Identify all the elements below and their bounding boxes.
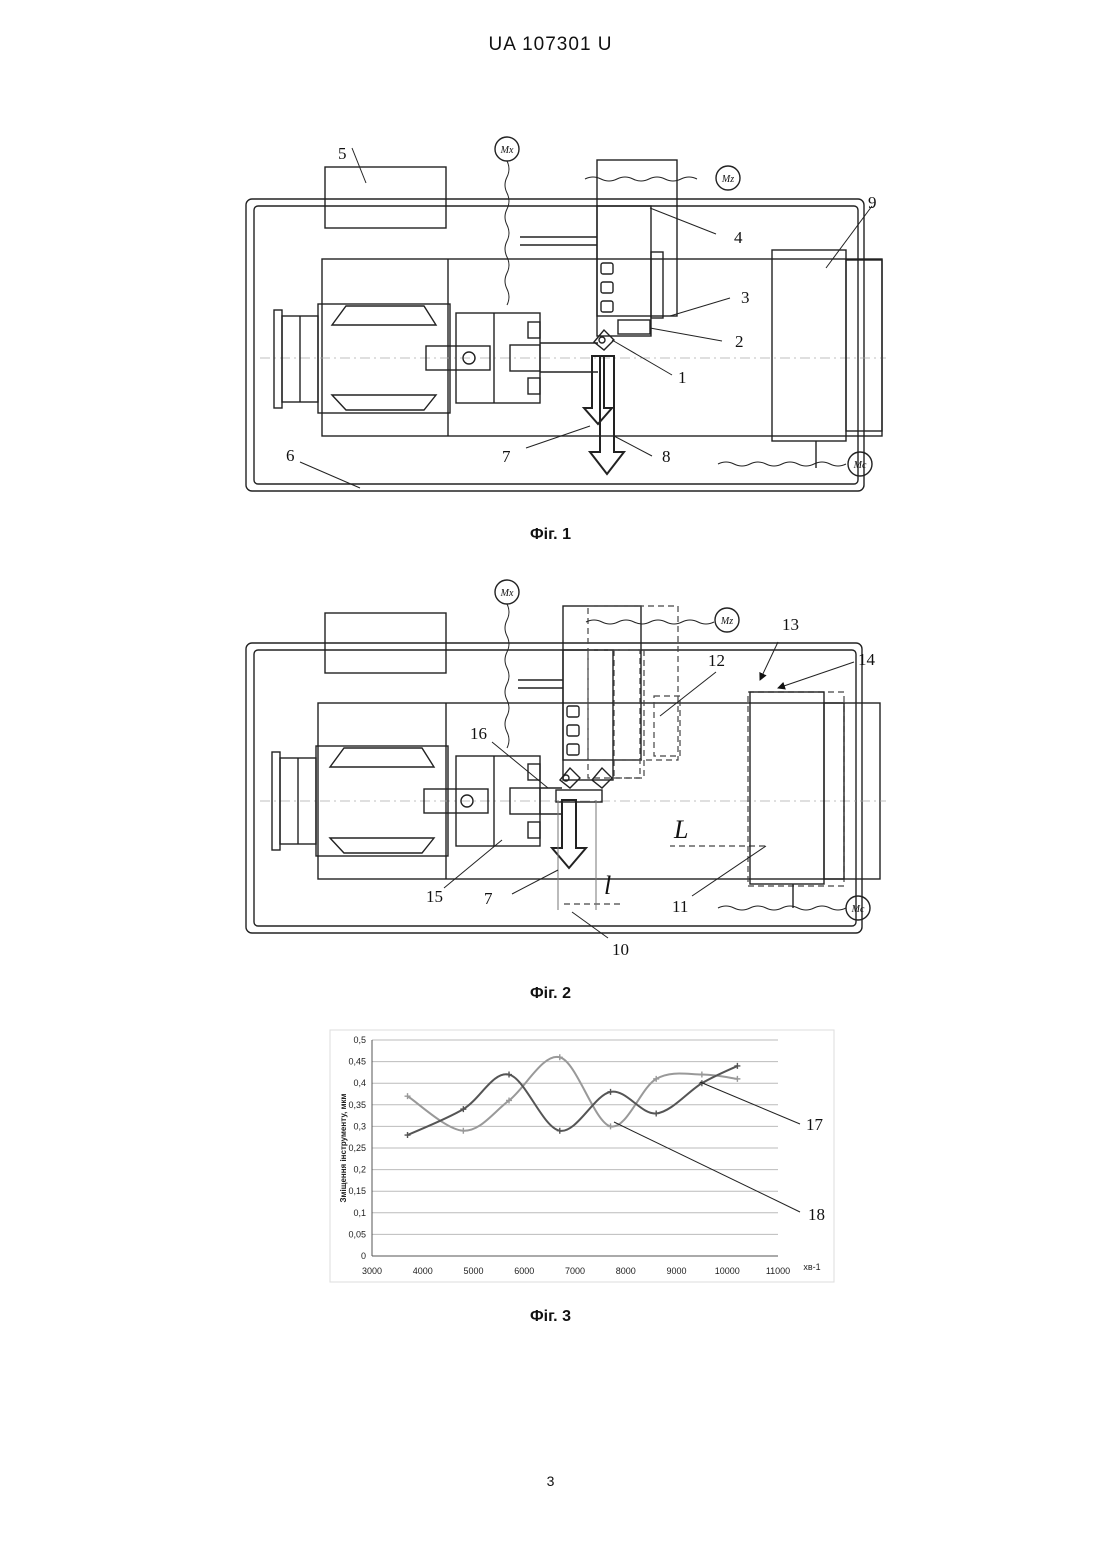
data-point: [405, 1132, 411, 1138]
block-5: [325, 167, 446, 228]
motor-mc-label: Mc: [851, 904, 865, 915]
y-tick-label: 0,45: [348, 1057, 366, 1067]
ref-label: 17: [806, 1115, 824, 1134]
y-tick-label: 0,35: [348, 1100, 366, 1110]
x-tick-label: 9000: [666, 1266, 686, 1276]
data-point: [699, 1072, 705, 1078]
data-point: [557, 1054, 563, 1060]
y-tick-label: 0,15: [348, 1186, 366, 1196]
chart-frame: [330, 1030, 834, 1282]
data-point: [460, 1128, 466, 1134]
y-tick-label: 0,25: [348, 1143, 366, 1153]
ref-label: 11: [672, 897, 688, 916]
figure-3-caption: Фіг. 3: [0, 1308, 1101, 1326]
data-point: [557, 1128, 563, 1134]
ref-label: 7: [502, 447, 511, 466]
y-tick-label: 0: [361, 1251, 366, 1261]
series-line: [408, 1066, 738, 1135]
x-tick-label: 5000: [463, 1266, 483, 1276]
ref-label: 2: [735, 332, 744, 351]
data-point: [734, 1076, 740, 1082]
data-point: [608, 1089, 614, 1095]
figure-2-caption: Фіг. 2: [0, 985, 1101, 1003]
x-tick-label: 4000: [413, 1266, 433, 1276]
ref-label: 3: [741, 288, 750, 307]
ref-label: 6: [286, 446, 295, 465]
figure-3-chart: 0 0,05 0,1 0,15 0,2 0,25 0,3 0,35 0,4 0,45 0,5 3000…: [330, 1030, 834, 1282]
y-tick-label: 0,3: [353, 1121, 366, 1131]
data-point: [608, 1123, 614, 1129]
motor-mx-label: Mx: [500, 588, 514, 599]
y-tick-label: 0,1: [353, 1208, 366, 1218]
x-tick-label: 11000: [766, 1266, 790, 1276]
y-tick-label: 0,4: [353, 1078, 366, 1088]
motor-mz-label: Mz: [721, 174, 734, 185]
motor-mc-label: Mc: [853, 460, 867, 471]
ref-label: 10: [612, 940, 629, 959]
figure-3-leaders: [614, 1082, 800, 1212]
ref-label: 9: [868, 193, 877, 212]
ref-label: 7: [484, 889, 493, 908]
dimension-l-label: l: [604, 871, 611, 900]
ref-label: 18: [808, 1205, 825, 1224]
page-number: 3: [0, 1473, 1101, 1489]
figure-1: [246, 137, 886, 491]
x-tick-label: 7000: [565, 1266, 585, 1276]
ref-label: 15: [426, 887, 443, 906]
ref-label: 5: [338, 144, 347, 163]
x-tick-label: 3000: [362, 1266, 382, 1276]
ref-label: 16: [470, 724, 487, 743]
x-tick-label: 8000: [616, 1266, 636, 1276]
motor-mz-label: Mz: [720, 616, 733, 627]
ref-label: 1: [678, 368, 687, 387]
ref-label: 8: [662, 447, 671, 466]
motor-mx-label: Mx: [500, 145, 514, 156]
data-point: [653, 1110, 659, 1116]
y-tick-label: 0,05: [348, 1229, 366, 1239]
data-point: [734, 1063, 740, 1069]
dimension-L-label: L: [673, 815, 688, 844]
ref-label: 4: [734, 228, 743, 247]
x-tick-label: 6000: [514, 1266, 534, 1276]
x-tick-label: 10000: [715, 1266, 740, 1276]
ref-label: 12: [708, 651, 725, 670]
ref-label: 13: [782, 615, 799, 634]
y-tick-label: 0,5: [353, 1035, 366, 1045]
ref-label: 14: [858, 650, 876, 669]
x-axis-label: хв-1: [803, 1262, 820, 1272]
figure-1-caption: Фіг. 1: [0, 526, 1101, 544]
y-axis-label: Зміщення інструменту, мкм: [339, 1093, 348, 1202]
data-point: [506, 1072, 512, 1078]
y-tick-label: 0,2: [353, 1165, 366, 1175]
